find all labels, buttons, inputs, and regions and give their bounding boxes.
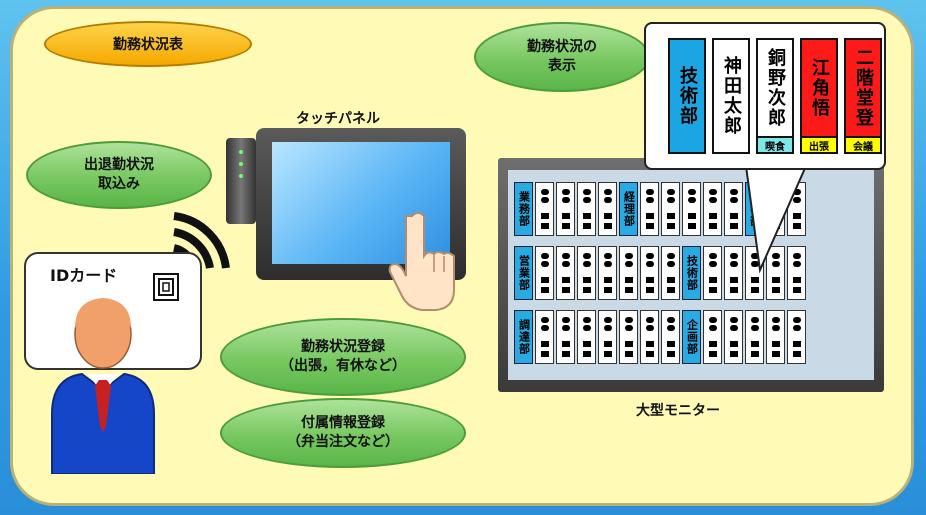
status-register-pill: 勤務状況登録 （出張，有休など） (220, 318, 466, 396)
status-tag: 喫食 (756, 138, 794, 154)
person-icon (51, 298, 155, 474)
monitor-screen: 業務部経理部人事部営業部技術部調達部企画部 (508, 170, 874, 380)
monitor-person-cell (724, 182, 743, 236)
monitor-person-cell (619, 246, 638, 300)
id-card-label: IDカード (50, 266, 118, 285)
monitor-dept-label: 技術部 (682, 246, 701, 300)
monitor-person-cell (556, 246, 575, 300)
monitor-dept-label: 企画部 (682, 310, 701, 364)
monitor-person-cell (703, 246, 722, 300)
name-card: 神田太郎 (712, 38, 750, 154)
extra-register-pill: 付属情報登録 （弁当注文など） (220, 398, 466, 468)
status-tag: 会議 (844, 138, 882, 154)
monitor-person-cell (787, 310, 806, 364)
monitor-person-cell (535, 310, 554, 364)
monitor-person-cell (661, 182, 680, 236)
monitor-person-cell (556, 310, 575, 364)
monitor-person-cell (766, 310, 785, 364)
monitor-person-cell (703, 310, 722, 364)
status-tag: 出張 (800, 138, 838, 154)
name-card: 江角悟 (800, 38, 838, 138)
monitor-person-cell (535, 182, 554, 236)
monitor-person-cell (724, 246, 743, 300)
monitor-dept-label: 営業部 (514, 246, 533, 300)
monitor-person-cell (787, 246, 806, 300)
monitor-person-cell (640, 182, 659, 236)
name-card: 二階堂登 (844, 38, 882, 138)
monitor-person-cell (745, 310, 764, 364)
monitor-person-cell (766, 246, 785, 300)
attendance-import-pill: 出退勤状況 取込み (26, 141, 212, 209)
large-monitor: 業務部経理部人事部営業部技術部調達部企画部 (498, 158, 884, 392)
name-card: 銅野次郎 (756, 38, 794, 138)
monitor-person-cell (640, 310, 659, 364)
status-callout: 技術部神田太郎銅野次郎喫食江角悟出張二階堂登会議 (644, 22, 886, 170)
monitor-person-cell (535, 246, 554, 300)
touch-panel-label: タッチパネル (296, 111, 380, 127)
monitor-person-cell (724, 310, 743, 364)
monitor-person-cell (577, 182, 596, 236)
monitor-person-cell (661, 246, 680, 300)
large-monitor-label: 大型モニター (636, 403, 720, 419)
monitor-dept-label: 業務部 (514, 182, 533, 236)
callout-pointer (744, 166, 808, 274)
monitor-person-cell (598, 246, 617, 300)
monitor-person-cell (577, 246, 596, 300)
ic-chip-icon (153, 273, 179, 301)
monitor-person-cell (577, 310, 596, 364)
monitor-person-cell (598, 310, 617, 364)
monitor-person-cell (703, 182, 722, 236)
card-reader (226, 138, 256, 224)
monitor-person-cell (682, 182, 701, 236)
pointing-hand-icon (388, 212, 455, 311)
name-card: 技術部 (668, 38, 706, 154)
monitor-dept-label: 経理部 (619, 182, 638, 236)
monitor-person-cell (640, 246, 659, 300)
status-display-pill: 勤務状況の 表示 (474, 22, 650, 92)
status-table-badge: 勤務状況表 (44, 21, 252, 67)
monitor-person-cell (661, 310, 680, 364)
monitor-dept-label: 調達部 (514, 310, 533, 364)
monitor-person-cell (556, 182, 575, 236)
monitor-person-cell (619, 310, 638, 364)
monitor-person-cell (598, 182, 617, 236)
